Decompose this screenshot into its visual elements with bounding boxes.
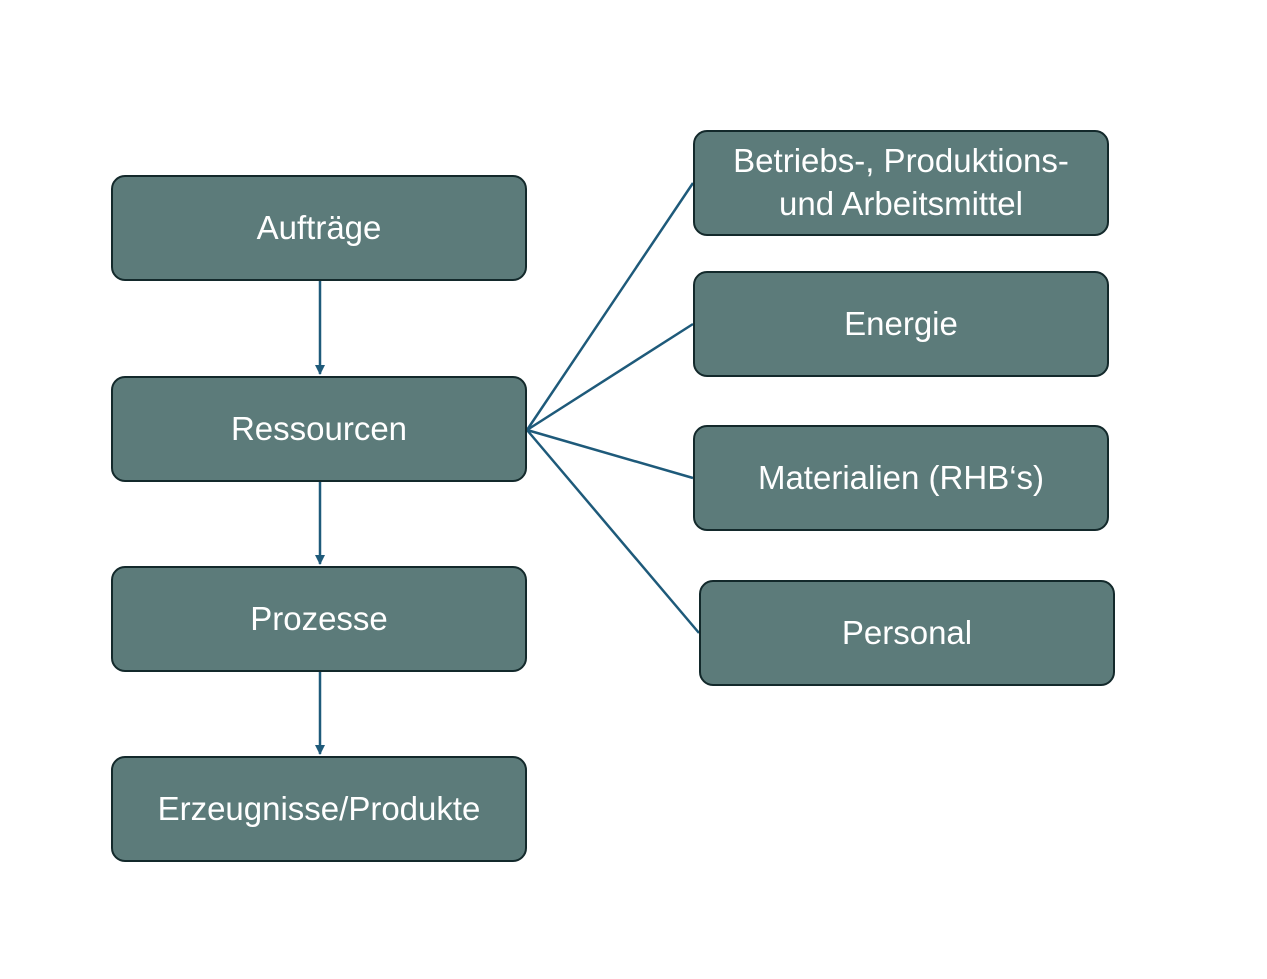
line-ressourcen-to-energie (526, 322, 694, 432)
node-auftraege-label: Aufträge (256, 208, 382, 246)
line-ressourcen-to-betriebs (525, 182, 695, 431)
node-materialien: Materialien (RHB‘s) (693, 425, 1109, 531)
node-ressourcen: Ressourcen (111, 376, 527, 482)
node-betriebsmittel-label-line1: Betriebs-, Produktions- (733, 142, 1069, 180)
node-energie: Energie (693, 271, 1109, 377)
line-ressourcen-to-personal (526, 429, 700, 634)
node-personal-label: Personal (841, 613, 973, 651)
node-auftraege: Aufträge (111, 175, 527, 281)
node-erzeugnisse: Erzeugnisse/Produkte (111, 756, 527, 862)
node-erzeugnisse-label: Erzeugnisse/Produkte (157, 789, 481, 827)
node-betriebsmittel: Betriebs-, Produktions- und Arbeitsmitte… (693, 130, 1109, 236)
node-betriebsmittel-label-line2: und Arbeitsmittel (779, 185, 1023, 222)
node-personal: Personal (699, 580, 1115, 686)
node-energie-label: Energie (844, 304, 958, 342)
line-ressourcen-to-materialien (526, 428, 694, 480)
node-materialien-label: Materialien (RHB‘s) (757, 458, 1045, 496)
node-ressourcen-label: Ressourcen (230, 409, 408, 447)
node-prozesse: Prozesse (111, 566, 527, 672)
node-prozesse-label: Prozesse (250, 599, 388, 637)
